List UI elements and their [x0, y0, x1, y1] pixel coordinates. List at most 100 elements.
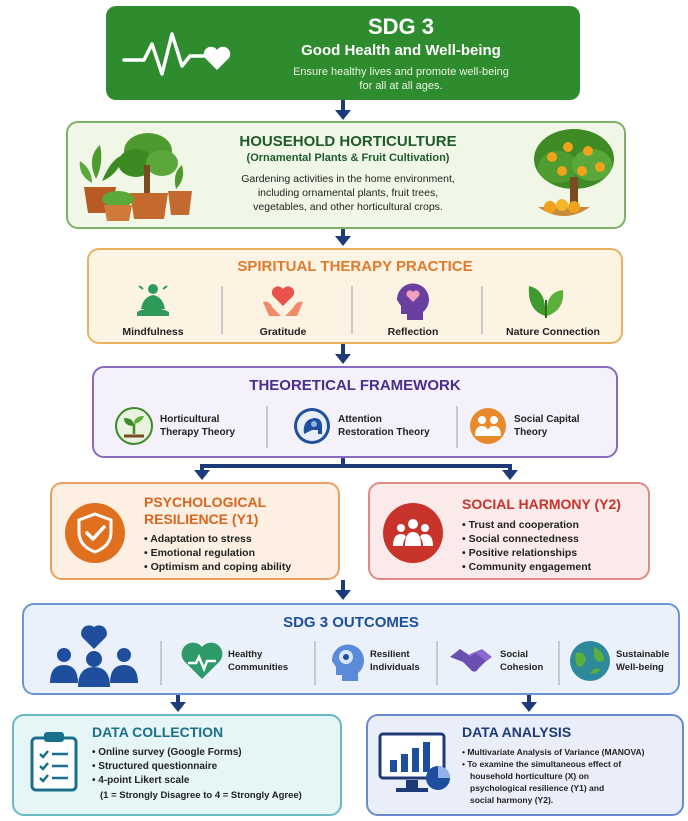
resilience-title-line1: PSYCHOLOGICAL	[144, 494, 267, 510]
divider	[266, 406, 268, 448]
analysis-bullets: • Multivariate Analysis of Variance (MAN…	[462, 746, 644, 806]
spiritual-item-label: Nature Connection	[506, 326, 600, 338]
heart-hands-icon	[263, 286, 303, 316]
list-item: Community engagement	[462, 560, 592, 574]
divider	[481, 286, 483, 334]
spiritual-item-label: Mindfulness	[122, 326, 184, 338]
reflection-head-icon	[396, 283, 429, 320]
arrow-head	[521, 702, 537, 712]
list-item: Emotional regulation	[144, 546, 291, 560]
framework-item-line1: Attention	[338, 414, 382, 425]
arrow-shaft	[341, 229, 345, 238]
spiritual-item-label: Reflection	[387, 326, 439, 338]
connector-line	[508, 464, 512, 472]
shield-check-icon	[65, 503, 125, 563]
psychological-resilience-box: PSYCHOLOGICAL RESILIENCE (Y1) Adaptation…	[50, 482, 340, 580]
data-analysis-box: DATA ANALYSIS • Multivariate Analysis of…	[366, 714, 684, 816]
harmony-title: SOCIAL HARMONY (Y2)	[462, 496, 621, 512]
outcome-item-line2: Well-being	[616, 662, 664, 673]
arrow-shaft	[176, 695, 180, 704]
resilience-bullet-list: Adaptation to stress Emotional regulatio…	[144, 532, 291, 574]
framework-item-line2: Theory	[514, 427, 548, 438]
divider	[221, 286, 223, 334]
arrow-shaft	[527, 695, 531, 704]
resilient-head-icon	[331, 644, 364, 681]
horticulture-title: HOUSEHOLD HORTICULTURE	[239, 133, 457, 150]
spiritual-therapy-box: SPIRITUAL THERAPY PRACTICE Mindfulness G…	[87, 248, 623, 344]
outcome-item-line2: Individuals	[370, 662, 420, 673]
spiritual-therapy-title: SPIRITUAL THERAPY PRACTICE	[237, 258, 473, 275]
horticulture-description-line2: including ornamental plants, fruit trees…	[257, 187, 439, 199]
framework-item-line1: Social Capital	[514, 414, 580, 425]
theoretical-framework-box: THEORETICAL FRAMEWORK Horticultural Ther…	[92, 366, 618, 458]
arrow-shaft	[341, 580, 345, 592]
connector-line	[200, 464, 512, 468]
handshake-icon	[450, 649, 492, 672]
connector-line	[341, 458, 345, 468]
leaves-icon	[528, 286, 564, 318]
analysis-bullet-text: Multivariate Analysis of Variance (MANOV…	[467, 747, 645, 757]
connector-line	[200, 464, 204, 472]
sdg3-banner: SDG 3 Good Health and Well-being Ensure …	[106, 6, 580, 100]
sdg3-outcomes-box: SDG 3 OUTCOMES Healthy Communities Resil…	[22, 603, 680, 695]
outcomes-title: SDG 3 OUTCOMES	[283, 614, 419, 631]
horticulture-subtitle: (Ornamental Plants & Fruit Cultivation)	[246, 152, 450, 164]
heart-pulse-icon	[181, 642, 223, 679]
divider	[160, 641, 162, 685]
analysis-bullet-text: To examine the simultaneous effect of	[467, 759, 622, 769]
list-item: Trust and cooperation	[462, 518, 591, 532]
outcome-item-line2: Cohesion	[500, 662, 544, 673]
analytics-monitor-icon	[378, 732, 450, 792]
arrow-head	[335, 590, 351, 600]
arrow-head	[170, 702, 186, 712]
arrow-head	[502, 470, 518, 480]
arrow-shaft	[341, 100, 345, 112]
data-analysis-title: DATA ANALYSIS	[462, 724, 572, 740]
harmony-bullet-list: Trust and cooperation Social connectedne…	[462, 518, 592, 574]
people-group-icon	[383, 503, 443, 563]
horticulture-description-line1: Gardening activities in the home environ…	[241, 173, 455, 185]
list-item: Adaptation to stress	[144, 532, 291, 546]
horticulture-description-line3: vegetables, and other horticultural crop…	[253, 201, 443, 213]
arrow-shaft	[341, 344, 345, 356]
divider	[456, 406, 458, 448]
likert-scale-note: (1 = Strongly Disagree to 4 = Strongly A…	[100, 790, 302, 801]
outcome-item-line1: Social	[500, 649, 528, 660]
social-harmony-box: SOCIAL HARMONY (Y2) Trust and cooperatio…	[368, 482, 650, 580]
sprout-icon	[115, 407, 153, 445]
analysis-bullet-continuation: household horticulture (X) on	[470, 771, 589, 781]
list-item: Online survey (Google Forms)	[92, 746, 241, 760]
divider	[436, 641, 438, 685]
divider	[351, 286, 353, 334]
arrow-head	[335, 354, 351, 364]
social-group-icon	[470, 408, 506, 444]
globe-leaf-icon	[570, 641, 610, 681]
analysis-bullet-continuation: social harmony (Y2).	[470, 795, 554, 805]
clipboard-checklist-icon	[30, 732, 78, 792]
divider	[314, 641, 316, 685]
list-item: Structured questionnaire	[92, 760, 242, 774]
list-item: Social connectedness	[462, 532, 591, 546]
potted-plants-illustration	[79, 133, 192, 221]
list-item: Positive relationships	[462, 546, 591, 560]
heartbeat-icon	[122, 32, 231, 76]
framework-item-line1: Horticultural	[160, 414, 220, 425]
meditation-icon	[137, 284, 169, 316]
resilience-title-line2: RESILIENCE (Y1)	[144, 511, 259, 527]
analysis-bullet-continuation: psychological resilience (Y1) and	[470, 783, 605, 793]
sdg3-subtitle: Good Health and Well-being	[301, 42, 501, 59]
data-collection-box: DATA COLLECTION Online survey (Google Fo…	[12, 714, 342, 816]
list-item: Optimism and coping ability	[144, 560, 292, 574]
arrow-head	[335, 110, 351, 120]
outcome-item-line2: Communities	[228, 662, 289, 673]
list-item: 4-point Likert scale	[92, 774, 242, 788]
list-item: • To examine the simultaneous effect of	[462, 759, 622, 769]
horticulture-box: HOUSEHOLD HORTICULTURE (Ornamental Plant…	[66, 121, 626, 229]
fruit-tree-illustration	[534, 129, 614, 216]
outcome-item-line1: Sustainable	[616, 649, 670, 660]
outcome-item-line1: Resilient	[370, 649, 410, 660]
sdg3-description-line2: for all at all ages.	[359, 80, 443, 92]
community-heart-icon	[50, 625, 138, 687]
arrow-head	[335, 236, 351, 246]
spiritual-item-label: Gratitude	[259, 326, 307, 338]
